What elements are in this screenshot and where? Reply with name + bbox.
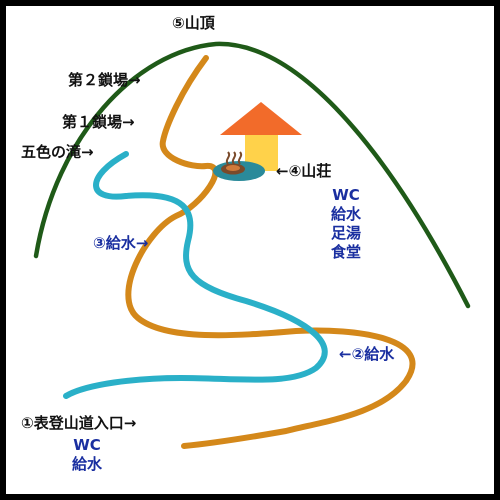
trailhead-facility-water: 給水 bbox=[72, 455, 103, 473]
lodge-facilities: WC 給水 足湯 食堂 bbox=[331, 186, 361, 262]
house-icon bbox=[220, 102, 302, 171]
waterfall-label: 五色の滝→ bbox=[21, 143, 94, 161]
trailhead-label: ①表登山道入口→ bbox=[21, 414, 137, 432]
lodge-label: ←④山荘 bbox=[276, 162, 332, 180]
first-chain-area-label: 第１鎖場→ bbox=[62, 113, 135, 131]
mountain-outline bbox=[33, 41, 471, 309]
hiking-trail bbox=[125, 55, 416, 449]
stream bbox=[63, 151, 328, 399]
lodge-facility-wc: WC bbox=[332, 186, 360, 204]
trailhead-facilities: WC 給水 bbox=[72, 436, 102, 474]
hot-spring-icon bbox=[213, 151, 265, 181]
lodge-facility-water: 給水 bbox=[331, 205, 362, 223]
lodge-facility-footbath: 足湯 bbox=[331, 224, 362, 242]
summit-label: ⑤山頂 bbox=[172, 14, 215, 32]
lodge-facility-dining: 食堂 bbox=[331, 243, 362, 261]
trailhead-facility-wc: WC bbox=[73, 436, 101, 454]
water-station-3-label: ③給水→ bbox=[93, 234, 149, 252]
map-frame: ⑤山頂 第２鎖場→ 第１鎖場→ 五色の滝→ ←④山荘 WC 給水 足湯 食堂 ③… bbox=[6, 6, 494, 494]
trail-map bbox=[33, 41, 471, 449]
second-chain-area-label: 第２鎖場→ bbox=[68, 71, 141, 89]
water-station-2-label: ←②給水 bbox=[339, 345, 395, 363]
